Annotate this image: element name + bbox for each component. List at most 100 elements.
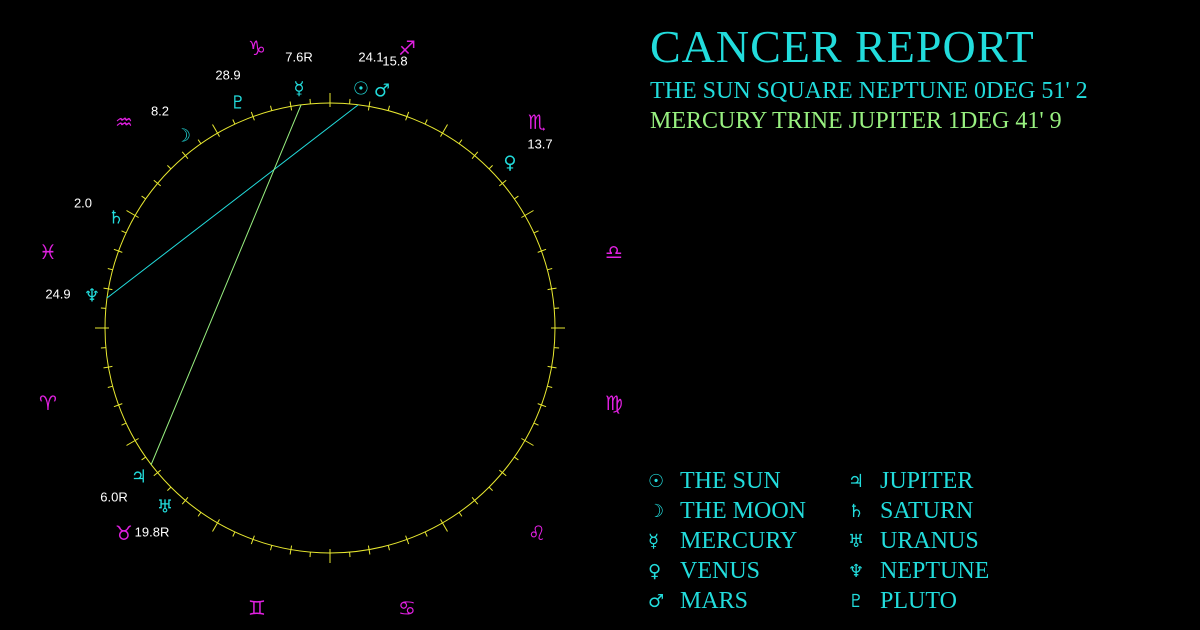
leo-icon: ♌ [528,521,546,545]
aries-icon: ♈ [39,391,57,415]
mercury-trine-jupiter-line [150,104,302,466]
inner-tick [252,116,255,121]
chart-circle [104,102,556,554]
inner-tick [217,519,220,524]
inner-tick [252,535,255,540]
degree-tick [141,195,146,200]
degree-tick [107,268,113,271]
venus-icon: ♀ [648,560,662,582]
degree-tick [424,119,428,125]
degree-tick [126,210,136,216]
degree-ticks [95,93,565,563]
degree-tick [181,500,186,505]
degree-tick [289,101,292,107]
legend-item-moon: ☽ THE MOON [648,496,806,526]
degree-tick [113,248,119,252]
degree-tick [103,366,109,369]
degree-tick [167,486,172,491]
inner-tick [471,155,475,160]
uranus-icon: ♅ [848,530,865,552]
moon-degree-label: 8.2 [151,104,169,119]
planet-glyphs: ☿7.6R☉24.1♂15.8♀13.7♇28.9☽8.2♄2.0♆24.9♃6… [45,50,552,540]
degree-tick [406,111,410,117]
inner-tick [290,545,293,550]
legend-item-jupiter: ♃JUPITER [848,466,973,496]
libra-icon: ♎ [605,240,623,264]
report-title: CANCER REPORT [650,21,1035,72]
inner-tick [440,519,443,524]
degree-tick [121,230,127,234]
degree-tick [232,531,236,537]
inner-tick [118,403,123,406]
degree-tick [153,472,158,477]
inner-tick [405,535,408,540]
legend-item-sun: ☉THE SUN [648,466,781,496]
degree-tick [541,248,547,252]
mercury-icon: ☿ [648,530,660,552]
legend-label: THE MOON [680,497,806,524]
degree-tick [197,139,202,144]
saturn-icon: ♄ [108,208,124,229]
legend-label: THE SUN [680,467,781,494]
degree-tick [424,531,428,537]
moon-icon: ☽ [175,126,191,147]
mars-icon: ♂ [374,81,390,102]
inner-tick [185,496,189,501]
cancer-icon: ♋ [398,596,416,620]
inner-tick [108,365,113,368]
degree-tick [541,404,547,408]
saturn-icon: ♄ [848,500,865,522]
scorpio-icon: ♏ [528,110,546,134]
degree-tick [533,230,539,234]
gemini-icon: ♊ [248,596,266,620]
degree-tick [368,101,371,107]
degree-tick [141,456,146,461]
sun-square-neptune-line [106,104,359,299]
moon-icon: ☽ [648,500,665,522]
inner-tick [440,132,443,137]
mercury-icon: ☿ [293,79,304,100]
degree-tick [502,472,507,477]
degree-tick [474,151,479,156]
aquarius-icon: ♒ [115,110,133,134]
mars-icon: ♂ [648,590,665,612]
zodiac-signs: ♑♒♓♈♉♊♋♌♍♎♏♐ [39,36,623,620]
legend-label: URANUS [880,527,979,554]
degree-tick [153,179,158,184]
inner-tick [118,250,123,253]
taurus-icon: ♉ [115,521,133,545]
venus-icon: ♀ [503,153,516,174]
neptune-icon: ♆ [84,286,100,307]
degree-tick [502,179,507,184]
degree-tick [181,151,186,156]
pluto-icon: ♇ [848,590,865,612]
degree-tick [406,539,410,545]
inner-tick [367,545,370,550]
inner-tick [547,365,552,368]
degree-tick [551,287,557,290]
inner-tick [547,288,552,291]
inner-tick [217,132,220,137]
degree-tick [514,195,519,200]
mercury-degree-label: 7.6R [285,50,312,65]
legend-item-pluto: ♇PLUTO [848,586,957,616]
degree-tick [488,165,493,170]
legend-item-saturn: ♄SATURN [848,496,973,526]
degree-tick [250,539,254,545]
virgo-icon: ♍ [605,391,623,415]
inner-tick [537,250,542,253]
degree-tick [547,268,553,271]
capricorn-icon: ♑ [248,36,266,60]
pisces-icon: ♓ [39,240,57,264]
uranus-icon: ♅ [157,497,173,518]
degree-tick [514,456,519,461]
legend-label: JUPITER [880,467,974,494]
degree-tick [126,440,136,446]
legend-item-venus: ♀VENUS [648,556,760,586]
sun-icon: ☉ [353,79,369,100]
inner-tick [405,116,408,121]
neptune-degree-label: 24.9 [45,287,70,302]
degree-tick [551,366,557,369]
degree-tick [387,545,390,551]
venus-degree-label: 13.7 [527,137,552,152]
